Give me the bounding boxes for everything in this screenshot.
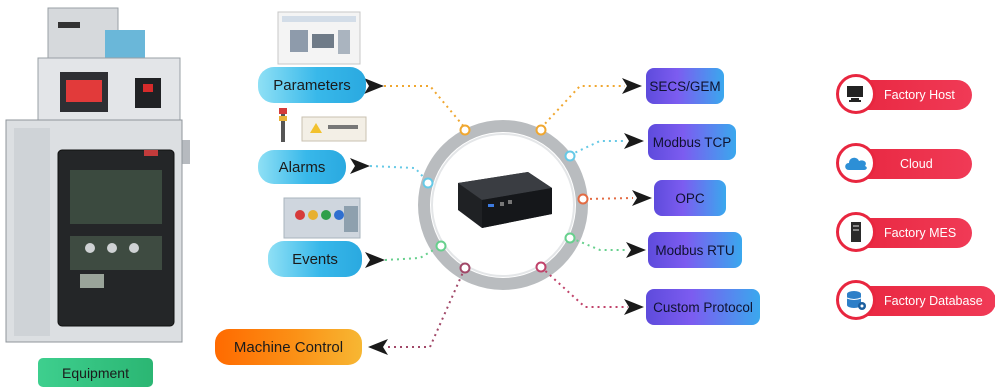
destination-label: Factory Database — [884, 294, 983, 308]
arrow-icon — [624, 299, 644, 315]
arrow-icon — [626, 242, 646, 258]
line-modbus-rtu — [570, 237, 628, 251]
database-gear-icon — [836, 280, 876, 320]
destination-label: Cloud — [900, 157, 933, 171]
events-label: Events — [292, 250, 338, 268]
destination-factory-database: Factory Database — [836, 280, 995, 320]
alarms-label: Alarms — [278, 158, 326, 176]
server-tower-icon — [836, 212, 876, 252]
arrow-icon — [624, 133, 644, 149]
parameters-screenshot-thumbnail — [277, 11, 361, 65]
line-modbus-tcp — [569, 140, 625, 156]
gateway-device-icon — [458, 172, 552, 228]
destination-label: Factory Host — [884, 88, 955, 102]
destination-label: Factory MES — [884, 226, 957, 240]
events-panel-thumbnail — [283, 197, 361, 239]
arrow-icon — [368, 339, 388, 355]
protocol-label: OPC — [675, 190, 705, 206]
gateway-ring — [418, 120, 588, 290]
modbus-tcp-pill: Modbus TCP — [648, 124, 736, 160]
destination-factory-mes: Factory MES — [836, 212, 972, 252]
machine-control-label: Machine Control — [233, 338, 344, 356]
alarms-pill: Alarms — [258, 150, 346, 184]
destination-cloud: Cloud — [836, 143, 972, 183]
machine-control-pill: Machine Control — [215, 329, 362, 365]
equipment-machine-image — [5, 7, 190, 343]
line-custom — [540, 266, 628, 308]
line-secs — [540, 85, 625, 129]
events-pill: Events — [268, 241, 362, 277]
parameters-label: Parameters — [273, 76, 351, 94]
monitor-icon — [836, 74, 876, 114]
parameters-pill: Parameters — [258, 67, 366, 103]
alarm-popup-thumbnail — [279, 108, 367, 142]
equipment-label: Equipment — [62, 364, 129, 381]
arrowheads — [350, 78, 652, 355]
protocol-label: Modbus TCP — [652, 134, 732, 150]
arrow-icon — [632, 190, 652, 206]
arrow-icon — [350, 158, 370, 174]
cloud-icon — [836, 143, 876, 183]
line-opc — [583, 197, 634, 200]
opc-pill: OPC — [654, 180, 726, 216]
protocol-label: Modbus RTU — [655, 242, 735, 258]
line-alarms — [369, 165, 429, 183]
custom-protocol-pill: Custom Protocol — [646, 289, 760, 325]
arrow-icon — [365, 252, 385, 268]
protocol-label: SECS/GEM — [649, 78, 721, 94]
equipment-label-box: Equipment — [38, 358, 153, 387]
protocol-label: Custom Protocol — [653, 299, 753, 315]
line-parameters — [384, 85, 466, 129]
line-machine-control — [388, 269, 465, 348]
arrow-icon — [364, 78, 384, 94]
modbus-rtu-pill: Modbus RTU — [648, 232, 742, 268]
secs-gem-pill: SECS/GEM — [646, 68, 724, 104]
arrow-icon — [622, 78, 642, 94]
destination-factory-host: Factory Host — [836, 74, 972, 114]
